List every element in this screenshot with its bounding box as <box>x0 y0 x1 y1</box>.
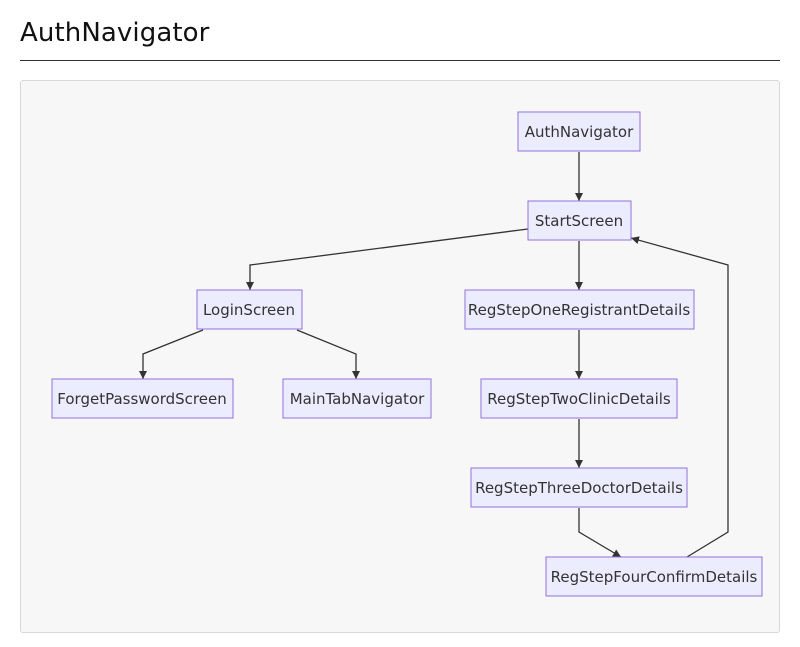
node-forgetpassword: ForgetPasswordScreen <box>51 378 234 419</box>
edge-regstepthree-to-regstepfour <box>578 508 622 558</box>
edge-loginscreen-to-maintabnavigator <box>296 329 360 379</box>
node-startscreen: StartScreen <box>527 200 632 241</box>
node-maintabnavigator: MainTabNavigator <box>282 378 432 419</box>
node-regstepthree: RegStepThreeDoctorDetails <box>470 467 688 508</box>
flowchart-diagram: AuthNavigator StartScreen LoginScreen Re… <box>51 111 763 597</box>
node-label: MainTabNavigator <box>290 390 425 408</box>
edge-loginscreen-to-forgetpassword <box>139 329 204 379</box>
node-label: RegStepThreeDoctorDetails <box>475 479 683 497</box>
node-label: AuthNavigator <box>525 123 634 141</box>
node-label: RegStepFourConfirmDetails <box>551 568 758 586</box>
node-regsteptwo: RegStepTwoClinicDetails <box>480 378 678 419</box>
title-divider <box>20 60 780 61</box>
node-loginscreen: LoginScreen <box>196 289 303 330</box>
node-label: RegStepOneRegistrantDetails <box>468 301 690 319</box>
node-regstepfour: RegStepFourConfirmDetails <box>545 556 763 597</box>
node-label: LoginScreen <box>203 301 295 319</box>
node-label: StartScreen <box>535 212 623 230</box>
node-label: ForgetPasswordScreen <box>57 390 226 408</box>
node-label: RegStepTwoClinicDetails <box>487 390 671 408</box>
edge-startscreen-to-loginscreen <box>246 228 529 290</box>
edge-regstepfour-to-startscreen <box>630 236 729 558</box>
page-title: AuthNavigator <box>20 18 210 48</box>
diagram-panel: AuthNavigator StartScreen LoginScreen Re… <box>20 80 780 633</box>
node-authnavigator: AuthNavigator <box>517 111 641 152</box>
node-regstepone: RegStepOneRegistrantDetails <box>464 289 695 330</box>
